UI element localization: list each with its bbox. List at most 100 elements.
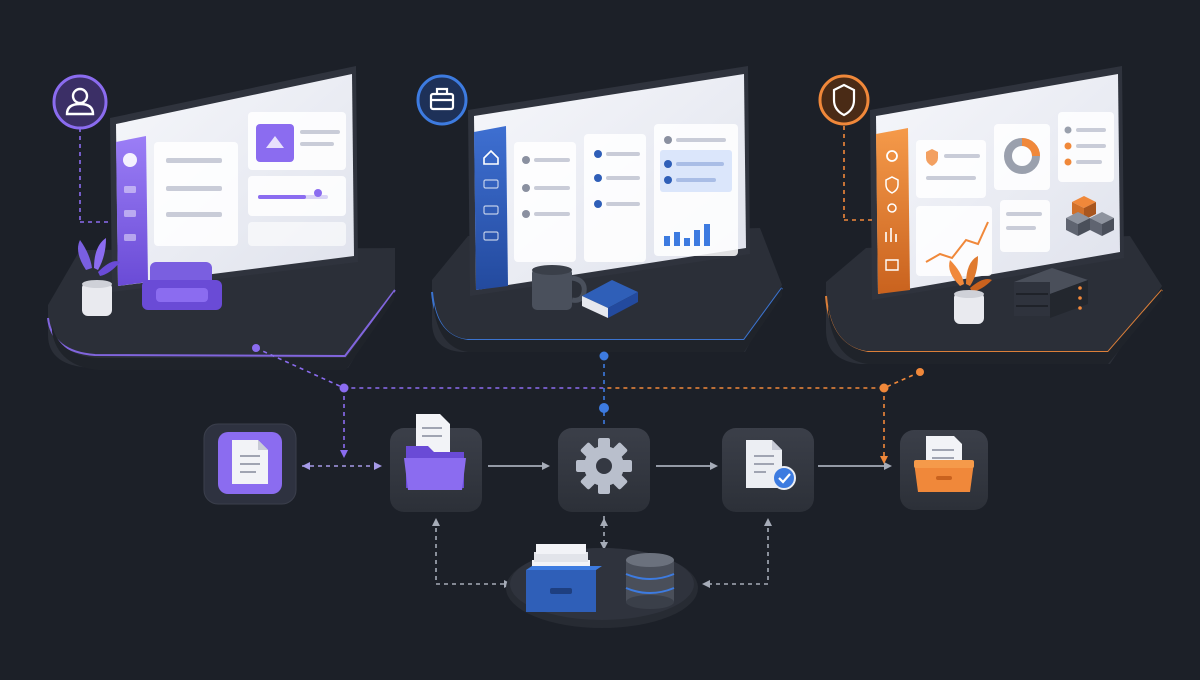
sidebar-purple xyxy=(116,136,148,286)
card-line xyxy=(606,176,640,180)
workspace-user xyxy=(47,66,396,370)
pipeline-node-processing[interactable] xyxy=(558,428,650,512)
mini-bar-chart xyxy=(664,224,710,246)
security-badge[interactable] xyxy=(818,74,870,126)
gear-icon xyxy=(576,438,632,494)
storage-hub[interactable] xyxy=(506,544,698,628)
tile-icon xyxy=(266,136,284,148)
card xyxy=(584,134,646,262)
folder-icon xyxy=(404,414,466,490)
list-dot xyxy=(664,160,672,168)
progress-fill xyxy=(258,195,306,199)
document-icon xyxy=(232,440,268,484)
sidebar-orange xyxy=(876,128,910,294)
highlight-row xyxy=(660,150,732,192)
chart-icon xyxy=(885,228,897,242)
coffee-mug xyxy=(532,265,587,310)
list-dot xyxy=(594,174,602,182)
junction-dots xyxy=(252,344,924,413)
settings-icon xyxy=(886,150,898,162)
card-line xyxy=(944,154,980,158)
card-line xyxy=(1006,226,1036,230)
pipeline-node-document[interactable] xyxy=(203,423,297,505)
shield-small-icon xyxy=(885,176,899,194)
user-icon xyxy=(65,87,95,116)
pipeline-node-archive[interactable] xyxy=(900,430,988,510)
list-dot xyxy=(1064,142,1072,150)
card-line xyxy=(300,142,334,146)
sidebar-item xyxy=(124,210,136,217)
shield-card-icon xyxy=(926,149,938,166)
card-line xyxy=(166,186,222,191)
progress-knob xyxy=(314,189,322,197)
list-dot xyxy=(594,150,602,158)
card xyxy=(994,124,1050,190)
list-dot xyxy=(1064,126,1072,134)
card xyxy=(916,206,992,276)
card-line xyxy=(1076,128,1106,132)
card-line xyxy=(606,202,640,206)
card-line xyxy=(166,158,222,163)
sidebar-item xyxy=(124,186,136,193)
card-line xyxy=(166,212,222,217)
card-line xyxy=(676,162,724,166)
database-small-icon xyxy=(885,259,899,271)
home-icon xyxy=(483,149,499,165)
briefcase-icon xyxy=(429,87,455,111)
sidebar-item xyxy=(124,234,136,241)
card-line xyxy=(534,212,570,216)
link-bottom-right xyxy=(704,520,769,585)
archive-box-icon xyxy=(914,436,974,492)
armchair xyxy=(142,262,222,310)
card-line xyxy=(300,130,340,134)
server-rack xyxy=(1014,268,1088,318)
card-line xyxy=(1006,212,1042,216)
list-dot xyxy=(522,184,530,192)
donut-segment xyxy=(1021,138,1040,157)
card xyxy=(154,142,238,246)
card-line xyxy=(676,178,716,182)
card-line xyxy=(926,176,976,180)
arrowheads xyxy=(302,450,892,588)
pipeline-node-folder[interactable] xyxy=(390,414,482,512)
platform-shadow xyxy=(52,292,394,370)
card-line xyxy=(1076,160,1102,164)
card xyxy=(514,142,576,262)
sidebar-blue xyxy=(474,126,508,290)
database-icon xyxy=(625,553,675,609)
list-dot xyxy=(664,176,672,184)
workspace-security xyxy=(818,66,1163,364)
card-line xyxy=(676,138,726,142)
platform-shadow xyxy=(828,290,1162,364)
file-drawer-icon xyxy=(526,544,602,612)
book-stack xyxy=(582,280,638,318)
list-dot xyxy=(1064,158,1072,166)
sidebar-avatar xyxy=(123,153,137,167)
card-line xyxy=(534,186,570,190)
list-dot xyxy=(594,200,602,208)
workspace-business xyxy=(416,66,783,352)
sidebar-item xyxy=(483,205,499,215)
list-dot xyxy=(664,136,672,144)
line-chart xyxy=(925,221,989,263)
card xyxy=(916,140,986,198)
card xyxy=(248,222,346,246)
card-line xyxy=(1076,144,1106,148)
potted-plant xyxy=(78,238,120,316)
shield-icon xyxy=(832,83,856,117)
users-icon xyxy=(887,203,897,213)
platform-rim xyxy=(47,289,396,358)
card-line xyxy=(606,152,640,156)
pipeline-node-verified-document[interactable] xyxy=(722,428,814,512)
sidebar-item xyxy=(483,179,499,189)
list-dot xyxy=(522,210,530,218)
sidebar-item xyxy=(483,231,499,241)
connector-orange xyxy=(604,371,921,389)
card-line xyxy=(534,158,570,162)
list-dot xyxy=(522,156,530,164)
potted-plant xyxy=(949,256,992,324)
document-check-icon xyxy=(746,440,796,490)
platform-shadow xyxy=(434,288,782,352)
